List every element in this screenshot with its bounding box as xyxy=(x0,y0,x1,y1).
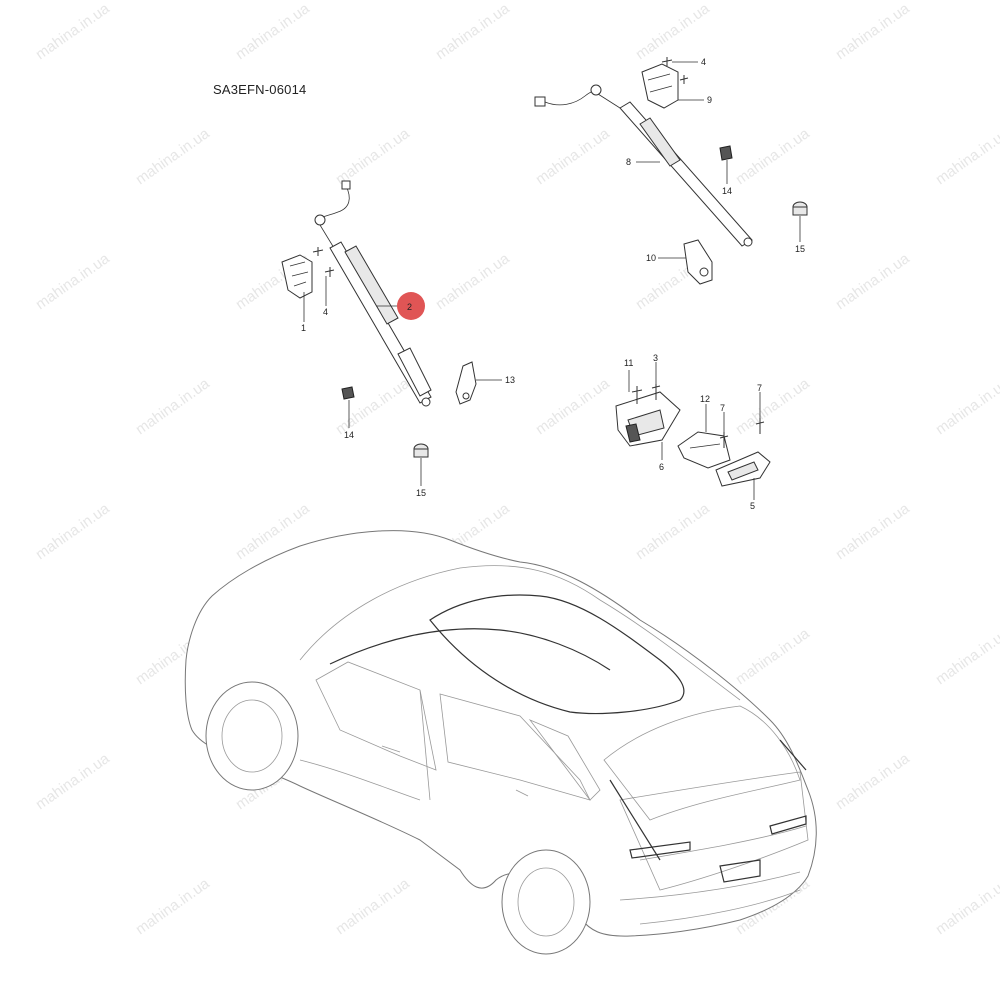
watermark-text: mahina.in.ua xyxy=(833,750,914,814)
watermark-text: mahina.in.ua xyxy=(933,875,1000,939)
watermark-text: mahina.in.ua xyxy=(933,625,1000,689)
watermark-text: mahina.in.ua xyxy=(733,625,814,689)
callout-11[interactable]: 11 xyxy=(624,358,633,368)
callout-7-left[interactable]: 7 xyxy=(720,403,725,413)
diagram-code: SA3EFN-06014 xyxy=(213,82,307,97)
right-upper-bracket[interactable] xyxy=(641,63,679,109)
callout-1[interactable]: 1 xyxy=(301,323,306,333)
watermark-text: mahina.in.ua xyxy=(133,875,214,939)
watermark-text: mahina.in.ua xyxy=(33,500,114,564)
latch-screw[interactable] xyxy=(631,386,643,404)
watermark-text: mahina.in.ua xyxy=(833,0,914,63)
callout-4-right[interactable]: 4 xyxy=(701,57,706,67)
callout-2[interactable]: 2 xyxy=(407,302,412,312)
callout-15-left[interactable]: 15 xyxy=(416,488,426,498)
left-upper-bracket[interactable] xyxy=(281,254,313,299)
latch-bolt[interactable] xyxy=(651,384,661,400)
right-cable-connector xyxy=(534,96,546,107)
callout-10[interactable]: 10 xyxy=(646,253,656,263)
watermark-text: mahina.in.ua xyxy=(33,750,114,814)
callout-13[interactable]: 13 xyxy=(505,375,515,385)
watermark-text: mahina.in.ua xyxy=(233,0,314,63)
watermark-text: mahina.in.ua xyxy=(333,875,414,939)
striker-bracket[interactable] xyxy=(677,431,731,469)
watermark-text: mahina.in.ua xyxy=(533,375,614,439)
callout-14-left[interactable]: 14 xyxy=(344,430,354,440)
left-lower-bracket[interactable] xyxy=(455,361,477,405)
latch-assembly xyxy=(615,384,771,487)
watermark-text: mahina.in.ua xyxy=(433,250,514,314)
watermark-text: mahina.in.ua xyxy=(933,125,1000,189)
watermark-text: mahina.in.ua xyxy=(833,500,914,564)
watermark-text: mahina.in.ua xyxy=(333,125,414,189)
watermark-text: mahina.in.ua xyxy=(333,375,414,439)
watermark-text: mahina.in.ua xyxy=(533,125,614,189)
watermark-text: mahina.in.ua xyxy=(833,250,914,314)
callout-3[interactable]: 3 xyxy=(653,353,658,363)
watermark-text: mahina.in.ua xyxy=(33,250,114,314)
callout-9[interactable]: 9 xyxy=(707,95,712,105)
watermark-text: mahina.in.ua xyxy=(33,0,114,63)
callout-15-right[interactable]: 15 xyxy=(795,244,805,254)
watermark-text: mahina.in.ua xyxy=(733,125,814,189)
vehicle-illustration xyxy=(184,530,817,955)
callout-lines xyxy=(303,61,801,500)
callout-5[interactable]: 5 xyxy=(750,501,755,511)
left-clip[interactable] xyxy=(341,386,355,400)
watermark-text: mahina.in.ua xyxy=(433,0,514,63)
callout-8[interactable]: 8 xyxy=(626,157,631,167)
callout-14-right[interactable]: 14 xyxy=(722,186,732,196)
callout-12[interactable]: 12 xyxy=(700,394,710,404)
watermark-text: mahina.in.ua xyxy=(133,375,214,439)
watermark-text: mahina.in.ua xyxy=(733,375,814,439)
right-strut-assembly xyxy=(534,57,808,285)
callout-7-right[interactable]: 7 xyxy=(757,383,762,393)
right-clip[interactable] xyxy=(719,145,733,161)
highlight-marker[interactable] xyxy=(397,292,425,320)
watermark-text: mahina.in.ua xyxy=(133,125,214,189)
callout-4-left[interactable]: 4 xyxy=(323,307,328,317)
watermark-text: mahina.in.ua xyxy=(633,500,714,564)
callout-6[interactable]: 6 xyxy=(659,462,664,472)
watermark-text: mahina.in.ua xyxy=(633,0,714,63)
left-cable-connector xyxy=(341,180,351,190)
left-strut-assembly xyxy=(281,180,477,458)
callout-labels: 1 2 3 4 4 5 6 7 7 8 9 10 11 12 13 14 14 … xyxy=(301,57,805,511)
watermark-text: mahina.in.ua xyxy=(933,375,1000,439)
